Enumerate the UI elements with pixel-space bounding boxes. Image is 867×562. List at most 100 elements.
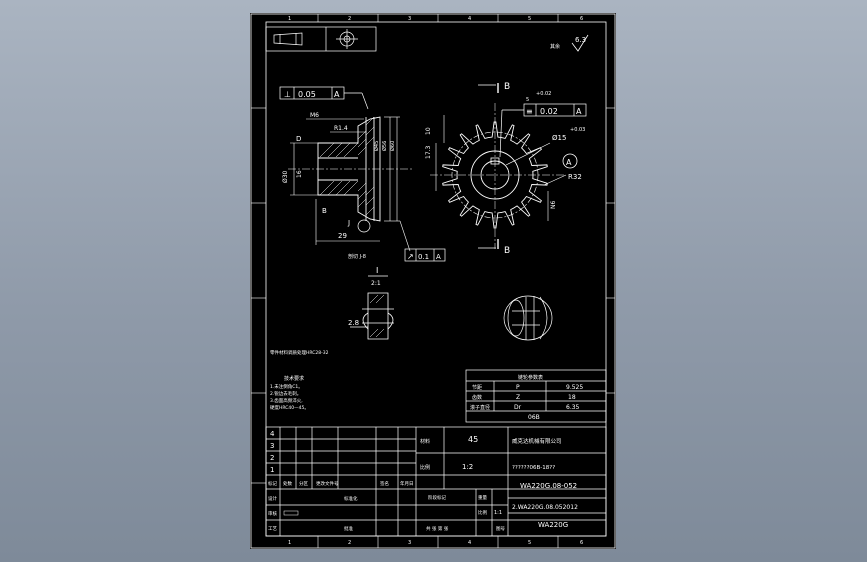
- detail-label: I: [376, 266, 378, 275]
- param-table-title: 链轮参数表: [518, 374, 543, 381]
- row-label: 工艺: [268, 526, 277, 532]
- drawing-sheet: 1 2 3 4 5 6 1 2 3 4 5 6: [250, 13, 616, 549]
- symmetry-datum: A: [576, 107, 582, 116]
- svg-text:Ø60: Ø60: [389, 141, 396, 151]
- header-cell: 年月日: [400, 480, 414, 487]
- projection-symbol-box: [265, 26, 377, 52]
- param-name: 节距: [472, 385, 482, 391]
- dim-radius: R32: [568, 173, 582, 181]
- tol-bore: +0.03: [570, 127, 585, 133]
- section-b-top: B: [504, 82, 510, 92]
- notes-headline: 零件材料调质处理HRC28-32: [270, 349, 329, 356]
- pitch-circle: [451, 131, 539, 219]
- border-number: 6: [580, 16, 583, 22]
- border-number: 2: [348, 540, 351, 546]
- note-line: 1.未注倒角C1。: [270, 383, 303, 390]
- keyway-sketch: [503, 295, 553, 341]
- param-value: 6.35: [566, 404, 580, 411]
- stage-label: 阶段标记: [428, 494, 446, 501]
- border-number: 3: [408, 16, 411, 22]
- param-symbol: Z: [516, 394, 520, 401]
- part-description: ??????06B-18??: [512, 465, 555, 471]
- tol-upper: +0.02: [536, 91, 551, 97]
- svg-text:Ø56: Ø56: [381, 141, 388, 151]
- header-cell: 更改文件号: [316, 480, 339, 487]
- param-name: 齿数: [472, 394, 482, 401]
- border-numbers: 1 2 3 4 5 6 1 2 3 4 5 6: [288, 16, 583, 546]
- roughness-value: 6.3: [575, 36, 586, 44]
- runout-value: 0.1: [418, 253, 429, 261]
- title-block: 4 3 2 1 标记 处数 分区 更改文件号 签名 年月日 设计 审核 工艺 标…: [265, 426, 607, 537]
- border-number: 4: [468, 540, 471, 546]
- dim-5: 5: [526, 97, 529, 103]
- symmetry-frame: [499, 103, 587, 158]
- detail-dim: 2.8: [348, 319, 359, 327]
- ratio-value: 1:1: [494, 510, 502, 516]
- note-line: 2.锐边去毛刺。: [270, 390, 301, 397]
- header-cell: 分区: [299, 480, 308, 487]
- ratio-label: 比例: [478, 509, 487, 516]
- drawing-number: WA220G.08-052: [520, 482, 577, 490]
- border-number: 4: [468, 16, 471, 22]
- dim-left: 17.3: [425, 145, 432, 159]
- weight-label: 重量: [478, 494, 487, 501]
- row-label: 设计: [268, 495, 277, 502]
- scale-value: 1:2: [462, 463, 473, 471]
- bore-circle: [480, 160, 510, 190]
- border-number: 1: [288, 540, 291, 546]
- border-number: 1: [288, 16, 291, 22]
- runout-symbol: ↗: [407, 252, 414, 261]
- dim-chamfer: R1.4: [334, 125, 348, 132]
- border-number: 2: [348, 16, 351, 22]
- sprocket-side-view: B B 5 +0.02: [425, 82, 587, 256]
- svg-text:Ø45: Ø45: [373, 141, 380, 151]
- row-label: 审核: [268, 510, 277, 517]
- sprocket-tooth-profile: [442, 121, 548, 229]
- detail-scale: 2:1: [371, 280, 381, 287]
- note-line: 硬度HRC40—45。: [270, 404, 309, 411]
- param-name: 滚子直径: [470, 404, 490, 411]
- border-number: 3: [408, 540, 411, 546]
- technical-notes: 零件材料调质处理HRC28-32 技术要求 1.未注倒角C1。 2.锐边去毛刺。…: [270, 349, 329, 411]
- section-mark-b: B: [322, 207, 327, 215]
- roughness-symbol: 其余 6.3: [550, 34, 589, 52]
- company-name: 威克达机械有限公司: [512, 437, 562, 445]
- product-name: WA220G: [538, 521, 568, 529]
- dim-bore-side: Ø15: [552, 134, 566, 142]
- dim-bore: Ø30: [282, 170, 289, 183]
- keyway: [490, 157, 500, 165]
- hub-circle: [470, 150, 520, 200]
- detail-view: I 2:1 2.8: [348, 266, 394, 340]
- note-line: 3.齿面高频淬火,: [270, 397, 303, 404]
- header-cell: 处数: [283, 480, 292, 487]
- runout-frame: [404, 248, 446, 262]
- assembly-number: 2.WA220G.08.052012: [512, 504, 578, 511]
- outer-frame: [250, 13, 616, 549]
- tolerance-value: 0.05: [298, 90, 316, 99]
- dim-depth: 16: [296, 170, 303, 178]
- svg-text:图号: 图号: [496, 526, 505, 532]
- header-cell: 标记: [268, 480, 277, 487]
- perpendicularity-frame: [279, 86, 369, 110]
- section-mark-j: J: [347, 219, 350, 227]
- roughness-note: 其余: [550, 43, 560, 50]
- header-cell: 签名: [380, 480, 389, 487]
- section-caption: 剖切 J-8: [348, 253, 366, 260]
- sprocket-teeth: [442, 121, 548, 229]
- dim-thread: M6: [310, 112, 319, 119]
- material-value: 45: [468, 435, 478, 444]
- param-symbol: Dr: [514, 404, 522, 411]
- border-number: 5: [528, 540, 531, 546]
- datum-a-circle: A: [566, 158, 572, 167]
- border-number: 5: [528, 16, 531, 22]
- parameter-table: 链轮参数表 节距 P 9.525 齿数 Z 18 滚子直径 Dr 6.35 06…: [465, 369, 607, 423]
- drawing-canvas: 1 2 3 4 5 6 1 2 3 4 5 6: [250, 13, 616, 549]
- param-value: 06B: [528, 414, 540, 421]
- param-symbol: P: [516, 384, 520, 391]
- rev-row-number: 2: [270, 454, 274, 462]
- param-value: 9.525: [566, 384, 583, 391]
- material-label: 材料: [420, 438, 430, 445]
- row-label-mid: 标准化: [344, 495, 358, 502]
- border-number: 6: [580, 540, 583, 546]
